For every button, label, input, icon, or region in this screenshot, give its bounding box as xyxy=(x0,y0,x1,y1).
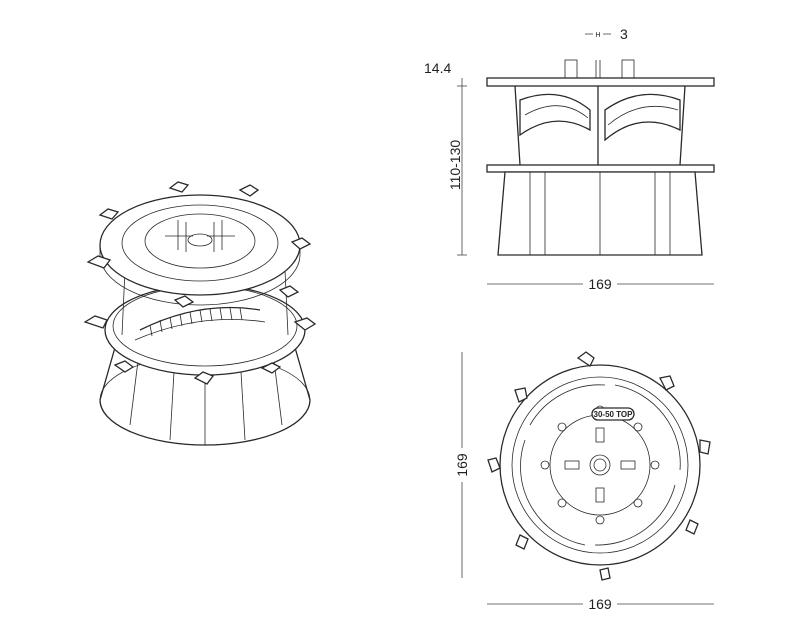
dimension-lines: H 3 14.4 110-130 169 169 169 xyxy=(424,26,714,612)
top-plate-dimension: 14.4 xyxy=(424,60,451,76)
side-width-dimension: 169 xyxy=(588,276,612,292)
gap-dimension: 3 xyxy=(620,26,628,42)
height-range-dimension: 110-130 xyxy=(447,140,463,191)
gap-marker: H xyxy=(595,32,600,39)
product-label-badge: 30-50 TOP xyxy=(591,407,635,421)
side-view xyxy=(486,59,715,256)
product-label: 30-50 TOP xyxy=(594,410,634,419)
isometric-view xyxy=(83,181,317,446)
top-height-dimension: 169 xyxy=(454,453,470,477)
top-view: 30-50 TOP xyxy=(487,351,711,581)
top-width-dimension: 169 xyxy=(588,596,612,612)
